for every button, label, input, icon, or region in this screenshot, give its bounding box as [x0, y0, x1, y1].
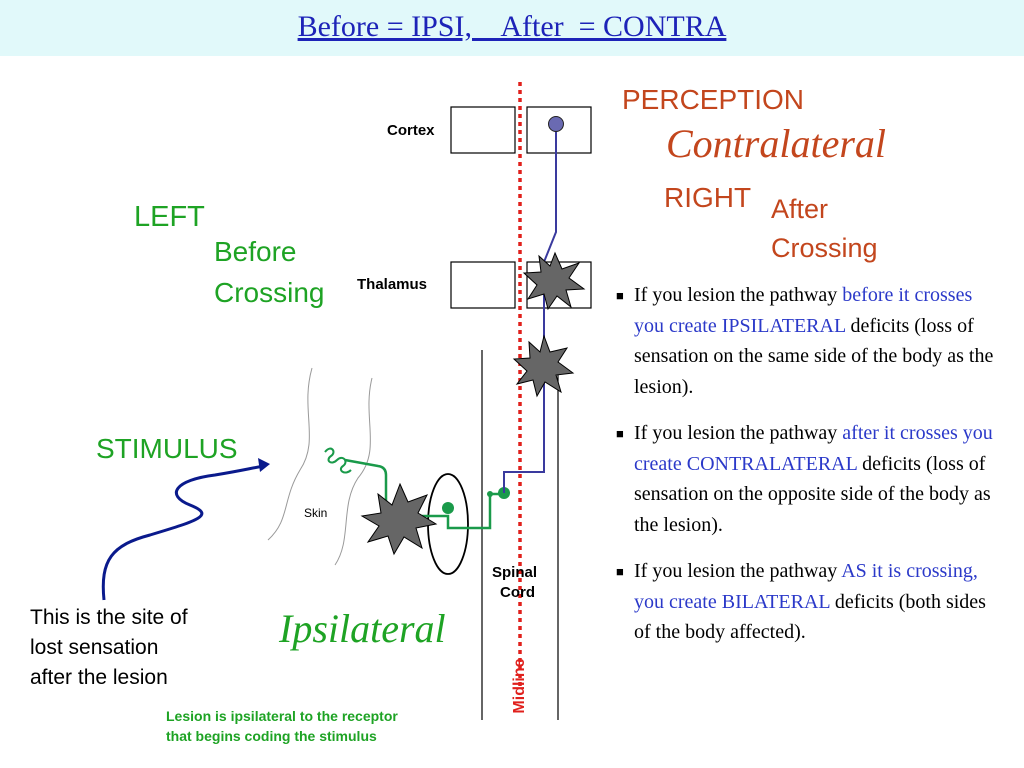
after-crossing-line2: Crossing	[771, 233, 878, 263]
skin-label: Skin	[304, 506, 328, 520]
bullet-text-highlight: before it crosses you create IPSILATERAL	[634, 284, 973, 337]
slide-title: Before = IPSI, After = CONTRA	[297, 10, 727, 43]
bullet-text-pre: If you lesion the pathway	[634, 560, 842, 582]
bullet-square-icon: ■	[616, 564, 624, 579]
spinal-cord-label-line2: Cord	[500, 584, 535, 601]
site-note-line2: lost sensation	[30, 636, 159, 659]
cortex-box-left	[450, 106, 516, 154]
perception-label: PERCEPTION	[622, 84, 805, 115]
skin-curve-outer	[267, 367, 313, 541]
midline-label: Midline	[511, 658, 528, 714]
site-arrow-head	[258, 458, 270, 472]
before-crossing-line2: Crossing	[214, 277, 325, 308]
bullet-square-icon: ■	[616, 426, 624, 441]
cortex-cell-body	[548, 116, 564, 132]
after-crossing-line1: After	[771, 194, 829, 224]
skin-curve-inner	[334, 377, 373, 566]
bullet-bilateral: ■ If you lesion the pathway AS it is cros…	[614, 556, 994, 648]
before-crossing-line1: Before	[214, 236, 297, 267]
lesion-spinal-cord	[512, 334, 575, 398]
stimulus-label: STIMULUS	[96, 433, 238, 464]
lesion-peripheral-nerve	[360, 482, 438, 556]
right-label: RIGHT	[664, 182, 752, 213]
bullet-text-highlight: after it crosses you create CONTRALATERA…	[634, 422, 993, 475]
lesion-thalamus	[522, 251, 586, 311]
left-label: LEFT	[134, 201, 205, 233]
bullet-square-icon: ■	[616, 288, 624, 303]
footnote-line1: Lesion is ipsilateral to the receptor	[166, 708, 398, 724]
footnote-line2: that begins coding the stimulus	[166, 728, 377, 744]
cortex-label: Cortex	[387, 122, 435, 139]
site-arrow	[101, 464, 265, 601]
ganglion-cell-body	[442, 502, 454, 514]
site-note-line1: This is the site of	[30, 606, 188, 629]
title-band	[0, 0, 1024, 56]
lesion-bullets: ■ If you lesion the pathway before it cro…	[614, 280, 994, 664]
bullet-text-pre: If you lesion the pathway	[634, 284, 843, 306]
bullet-text-highlight: AS it is crossing, you create BILATERAL	[634, 560, 978, 613]
thalamus-box-left	[450, 261, 516, 309]
bullet-text-post: deficits (loss of sensation on the oppos…	[634, 452, 991, 536]
bullet-text-pre: If you lesion the pathway	[634, 422, 843, 444]
bullet-ipsilateral: ■ If you lesion the pathway before it cro…	[614, 280, 994, 402]
ascending-neuron-path	[503, 130, 557, 493]
ipsilateral-label: Ipsilateral	[279, 606, 446, 651]
site-note-line3: after the lesion	[30, 666, 168, 689]
contralateral-label: Contralateral	[666, 121, 887, 166]
bullet-text-post: deficits (loss of sensation on the same …	[634, 314, 994, 398]
bullet-contralateral: ■ If you lesion the pathway after it cros…	[614, 418, 994, 540]
synapse-dot-small	[487, 491, 493, 497]
receptor-ending	[324, 447, 352, 474]
bullet-text-post: deficits (both sides of the body affecte…	[634, 590, 986, 644]
spinal-cord-label-line1: Spinal	[492, 564, 538, 581]
thalamus-label: Thalamus	[357, 276, 428, 293]
